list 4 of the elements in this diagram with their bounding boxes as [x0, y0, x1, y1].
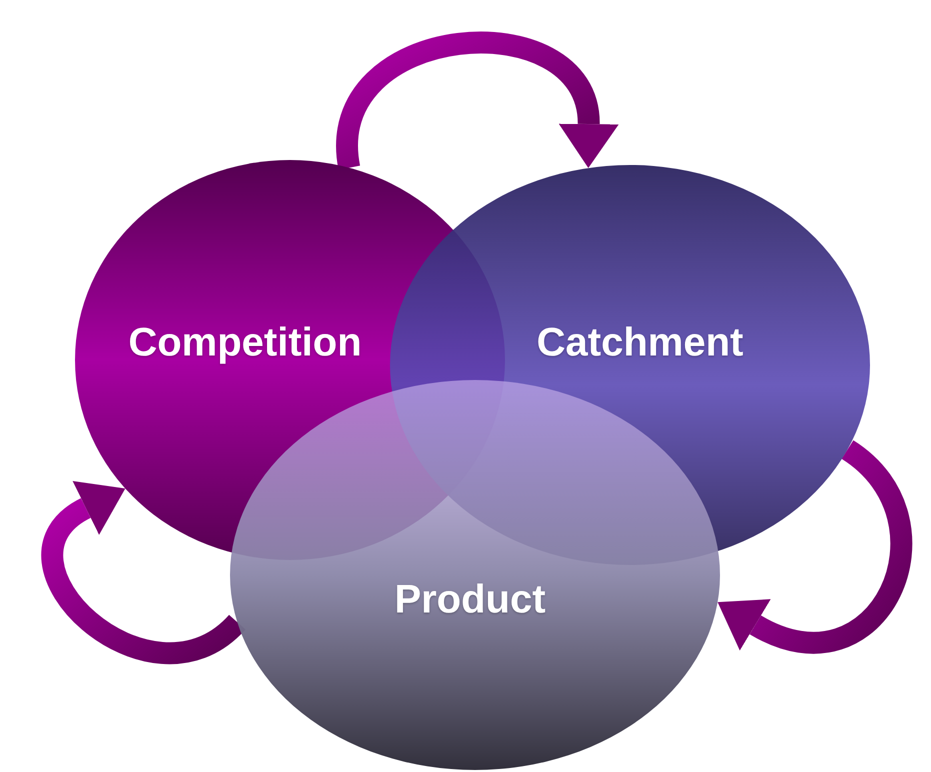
circle-label: Catchment	[536, 320, 744, 366]
circle-label: Product	[394, 578, 546, 622]
curved-arrow	[715, 441, 912, 654]
circle-label: Competition	[128, 320, 362, 366]
